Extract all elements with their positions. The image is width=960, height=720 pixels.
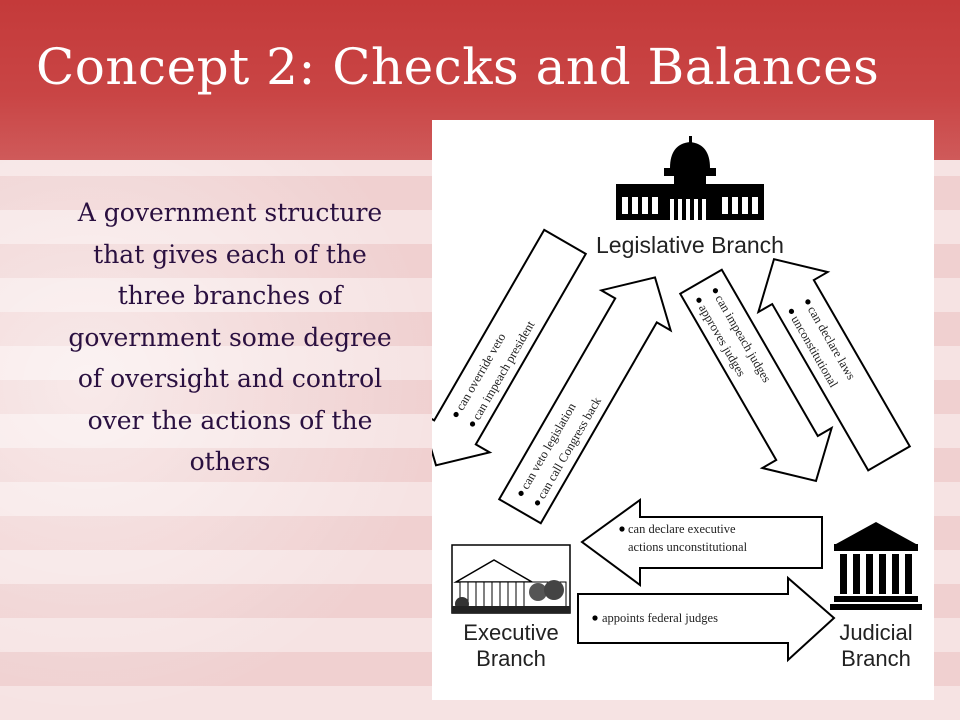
jud-exec-text-2: actions unconstitutional (628, 540, 748, 554)
background-glow (0, 160, 440, 720)
arrow-exec-to-jud: appoints federal judges (577, 575, 836, 663)
arrow-jud-to-exec: can declare executive actions unconstitu… (580, 498, 823, 587)
executive-label-line1: Executive (463, 620, 558, 645)
legislative-label: Legislative Branch (596, 232, 784, 258)
diagram-svg: Legislative Branch can override veto can… (432, 136, 922, 671)
judicial-label-line1: Judicial (839, 620, 912, 645)
jud-exec-text-1: can declare executive (628, 522, 736, 536)
checks-balances-diagram: Legislative Branch can override veto can… (432, 120, 934, 700)
exec-jud-text-1: appoints federal judges (602, 611, 718, 625)
capitol-icon (616, 136, 764, 220)
definition-text: A government structure that gives each o… (68, 198, 392, 476)
white-house-icon (451, 544, 571, 614)
executive-label-line2: Branch (476, 646, 546, 671)
slide-title: Concept 2: Checks and Balances (36, 38, 880, 96)
judicial-label-line2: Branch (841, 646, 911, 671)
courthouse-icon (830, 522, 922, 610)
arrow-jud-to-leg: can declare laws unconstitutional (756, 257, 912, 472)
